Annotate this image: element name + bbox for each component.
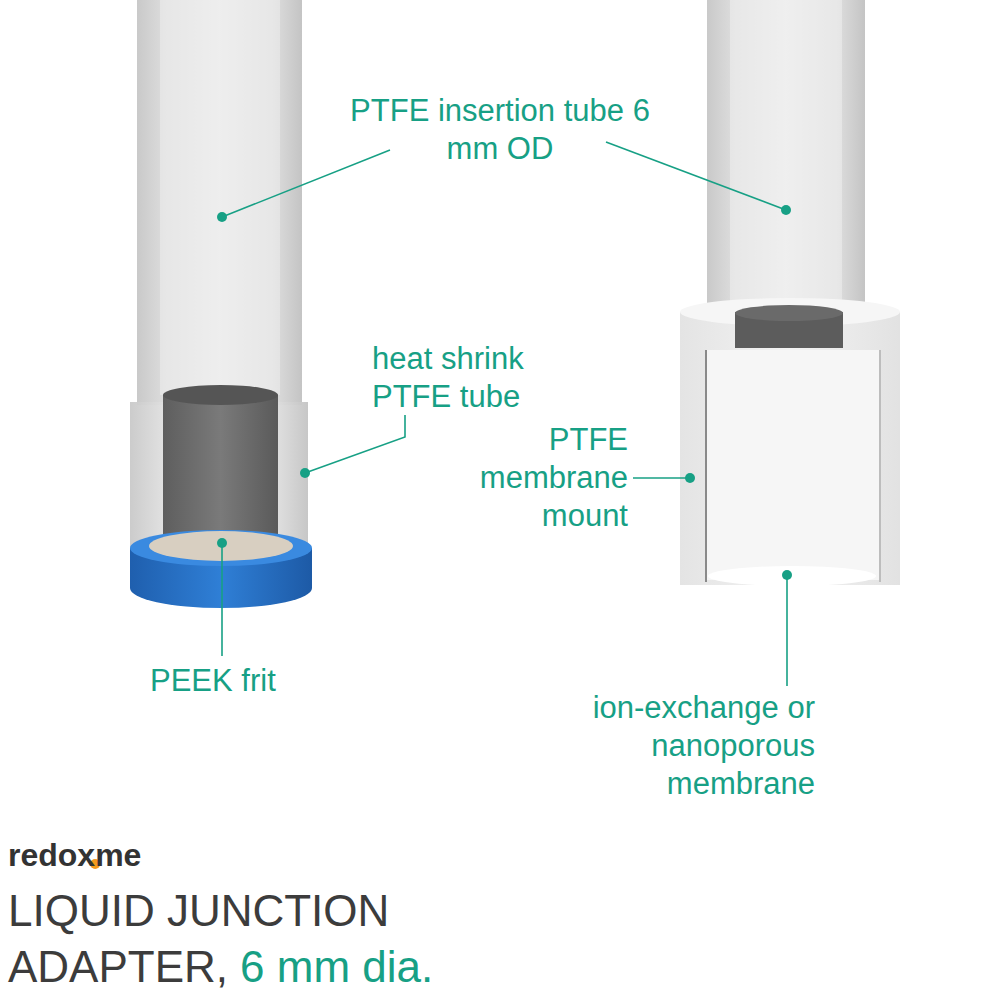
- part-label: PTFE insertion tube 6 mm OD: [335, 92, 665, 168]
- leader-dots: [217, 205, 792, 580]
- membrane-adapter: [680, 0, 900, 586]
- part-label: PTFE membrane mount: [458, 421, 628, 535]
- part-label: heat shrink PTFE tube: [372, 340, 582, 416]
- frit-adapter: [130, 0, 312, 608]
- part-label: ion-exchange or nanoporous membrane: [575, 689, 815, 803]
- leader-lines: [222, 142, 787, 686]
- title-size: 6 mm dia.: [240, 942, 433, 991]
- logo-text: redoxme: [8, 836, 268, 874]
- part-label: PEEK frit: [150, 662, 380, 700]
- title-block: LIQUID JUNCTION ADAPTER,6 mm dia.: [8, 883, 608, 995]
